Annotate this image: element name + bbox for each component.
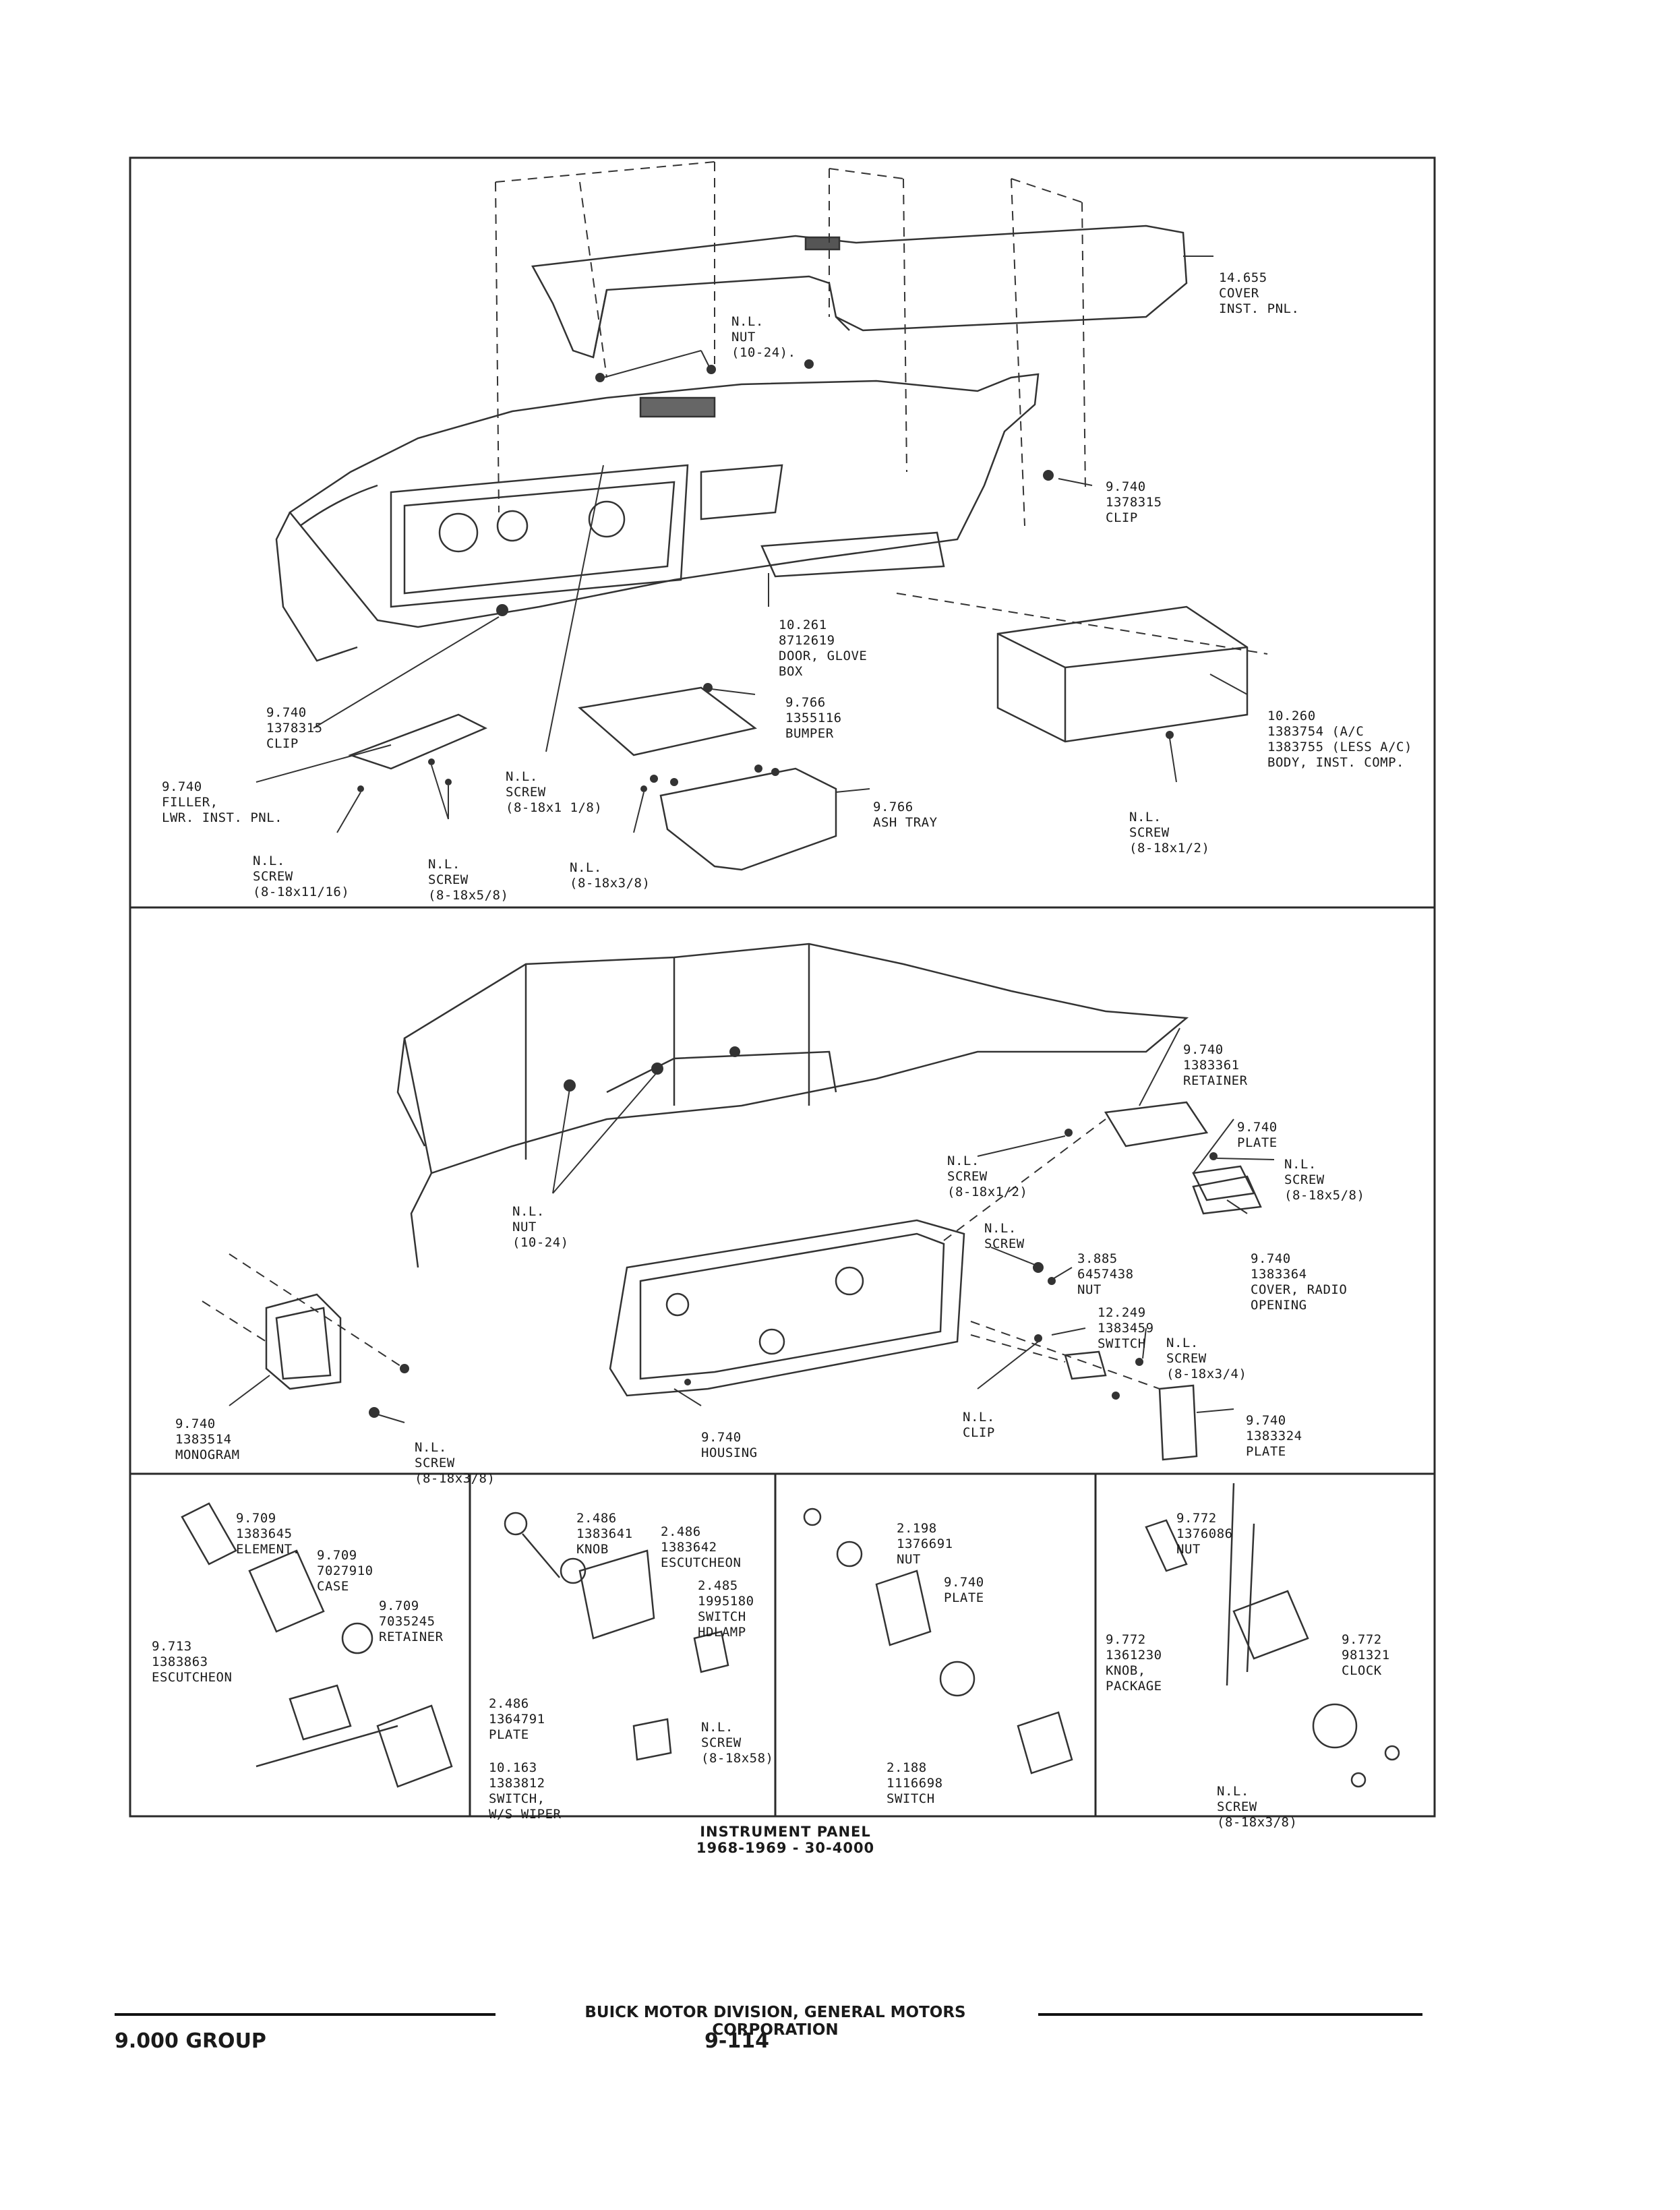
label-nl-nut-mid: N.L.NUT(10-24): [512, 1204, 569, 1250]
label-nl-screw-5-8-mid: N.L.SCREW(8-18x5/8): [1284, 1157, 1365, 1203]
glove-door-shape: [760, 531, 945, 578]
plate-1383324-shape: [1158, 1384, 1198, 1461]
caption-line-1: INSTRUMENT PANEL: [700, 1824, 871, 1840]
retainer-shape: [1104, 1101, 1209, 1147]
label-nl-screw-58: N.L.SCREW(8-18x58): [701, 1720, 774, 1766]
clock-drawing: [1145, 1483, 1400, 1788]
ash-tray-shape: [659, 767, 837, 871]
instrument-panel-top-drawing: [256, 161, 1268, 871]
footer-page-number: 9-114: [704, 2029, 769, 2053]
plate-shape: [1192, 1165, 1255, 1201]
cover-inst-pnl-shape: [531, 225, 1188, 359]
cigar-lighter-drawing: [181, 1502, 453, 1788]
footer-rule-left: [115, 2013, 496, 2016]
label-nl-screw-center: N.L.SCREW(8-18x1 1/8): [506, 769, 603, 815]
switch-shape: [1064, 1350, 1107, 1380]
label-nl-nut-top: N.L.NUT(10-24).: [731, 314, 796, 360]
label-nl-screw-plain: N.L.SCREW: [984, 1221, 1025, 1251]
label-nl-screw-bottom: N.L.SCREW(8-18x3/8): [1217, 1784, 1298, 1830]
wiper-switch-drawing: [803, 1507, 1073, 1774]
figure-caption: INSTRUMENT PANEL 1968-1969 - 30-4000: [607, 1824, 964, 1856]
dash-body-shape: [289, 373, 1040, 628]
footer-rule-right: [1038, 2013, 1422, 2016]
housing-shape: [609, 1219, 965, 1397]
label-nl-screw-3-4: N.L.SCREW(8-18x3/4): [1166, 1336, 1247, 1381]
label-nl-clip: N.L.CLIP: [963, 1410, 995, 1440]
monogram-shape: [265, 1293, 342, 1390]
label-nl-screw-3-8: N.L.(8-18x3/8): [570, 860, 651, 891]
label-nl-screw-glove: N.L.SCREW(8-18x1/2): [1129, 810, 1210, 856]
footer-group: 9.000 GROUP: [115, 2029, 266, 2053]
dash-frame-shape: [403, 943, 1189, 1174]
outer-frame: [129, 156, 1436, 1818]
label-nl-screw-5-8: N.L.SCREW(8-18x5/8): [428, 857, 509, 903]
instrument-panel-middle-drawing: [202, 943, 1275, 1461]
glove-box-body-shape: [996, 605, 1249, 743]
label-nl-screw-1-2-mid: N.L.SCREW(8-18x1/2): [947, 1154, 1028, 1199]
headlamp-switch-drawing: [504, 1512, 729, 1761]
label-nl-screw-11-16: N.L.SCREW(8-18x11/16): [253, 854, 350, 899]
caption-line-2: 1968-1969 - 30-4000: [696, 1840, 875, 1856]
footer-company: BUICK MOTOR DIVISION, GENERAL MOTORS COR…: [584, 2004, 966, 2039]
label-nl-screw-3-8-mid: N.L.SCREW(8-18x3/8): [415, 1440, 496, 1486]
filler-shape: [348, 713, 487, 770]
cover-radio-shape: [1192, 1175, 1262, 1215]
